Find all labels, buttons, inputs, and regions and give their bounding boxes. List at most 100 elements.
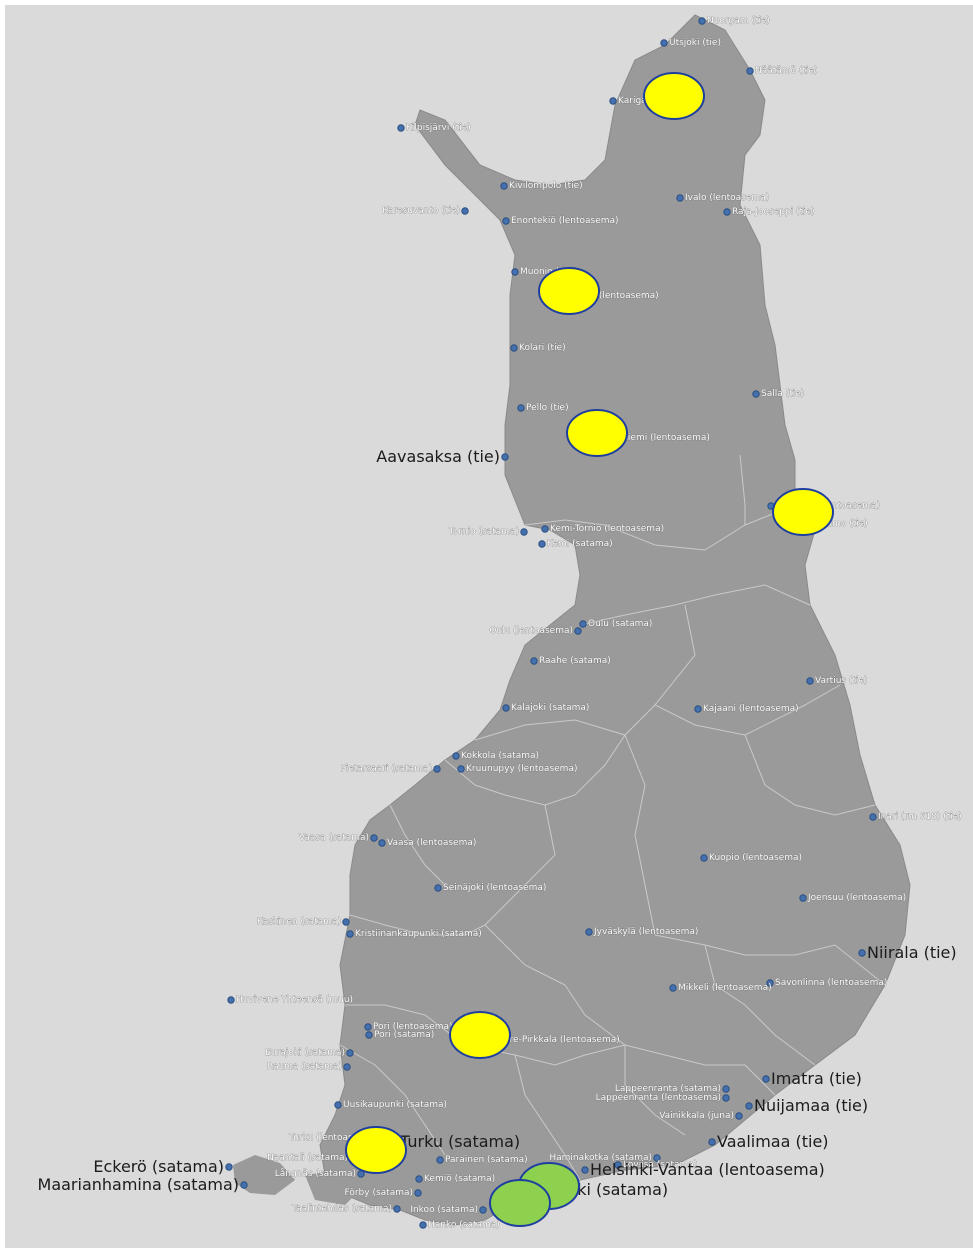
- point-pietarsaari-satama[interactable]: Pietarsaari (satama): [340, 764, 441, 774]
- point-kajaani-lentoasema[interactable]: Kajaani (lentoasema): [694, 704, 799, 714]
- point-marker-dot[interactable]: [614, 1161, 622, 1169]
- point-marker-dot[interactable]: [343, 1063, 351, 1071]
- point-marker-dot[interactable]: [538, 540, 546, 548]
- point-imatra-tie[interactable]: Imatra (tie): [762, 1069, 862, 1088]
- point-jyvaskyla-lentoasema[interactable]: Jyväskylä (lentoasema): [585, 927, 699, 937]
- point-marker-dot[interactable]: [240, 1181, 248, 1189]
- point-marker-dot[interactable]: [799, 894, 807, 902]
- point-lappeenranta-lentoasema[interactable]: Lappeenranta (lentoasema): [595, 1093, 730, 1103]
- point-kuopio-lentoasema[interactable]: Kuopio (lentoasema): [700, 853, 802, 863]
- point-marker-dot[interactable]: [346, 930, 354, 938]
- point-kilpisjarvi-tie[interactable]: Kilpisjärvi (tie): [397, 123, 471, 133]
- point-pori-satama[interactable]: Pori (satama): [365, 1030, 435, 1040]
- point-kristiinankaupunki-satama[interactable]: Kristiinankaupunki (satama): [346, 929, 482, 939]
- point-joensuu-lentoasema[interactable]: Joensuu (lentoasema): [799, 893, 906, 903]
- point-marker-dot[interactable]: [415, 1175, 423, 1183]
- point-ivalo-lentoasema[interactable]: Ivalo (lentoasema): [676, 193, 769, 203]
- point-marker-dot[interactable]: [669, 984, 677, 992]
- yellow-marker-turku-lentoasema[interactable]: [345, 1126, 407, 1174]
- point-rauma-satama[interactable]: Rauma (satama): [267, 1062, 351, 1072]
- point-marker-dot[interactable]: [397, 124, 405, 132]
- point-vaalimaa-tie[interactable]: Vaalimaa (tie): [708, 1132, 829, 1151]
- point-marker-dot[interactable]: [378, 839, 386, 847]
- point-helsinki-vantaa-lentoasema[interactable]: Helsinki-Vantaa (lentoasema): [581, 1160, 825, 1179]
- point-aavasaksa-tie[interactable]: Aavasaksa (tie): [376, 447, 509, 466]
- point-huvivene-yhteensa-muu[interactable]: Huvivene Yhteensä (muu): [227, 995, 353, 1005]
- point-marker-dot[interactable]: [694, 705, 702, 713]
- green-marker-helsinki-satama[interactable]: [489, 1179, 551, 1227]
- yellow-marker-tampere-pirkkala-lentoasema[interactable]: [449, 1011, 511, 1059]
- point-vaasa-satama[interactable]: Vaasa (satama): [299, 833, 378, 843]
- point-marker-dot[interactable]: [364, 1023, 372, 1031]
- point-vaasa-lentoasema[interactable]: Vaasa (lentoasema): [378, 838, 477, 848]
- point-kemio-satama[interactable]: Kemiö (satama): [415, 1174, 495, 1184]
- point-hanko-satama[interactable]: Hanko (satama): [419, 1220, 500, 1230]
- point-kemi-satama[interactable]: Kemi (satama): [538, 539, 613, 549]
- point-salla-tie[interactable]: Salla (tie): [752, 389, 805, 399]
- point-raahe-satama[interactable]: Raahe (satama): [530, 656, 611, 666]
- point-maarianhamina-satama[interactable]: Maarianhamina (satama): [38, 1175, 248, 1194]
- point-eurajoki-satama[interactable]: Eurajoki (satama): [265, 1048, 354, 1058]
- point-kruunupyy-lentoasema[interactable]: Kruunupyy (lentoasema): [457, 764, 578, 774]
- point-marker-dot[interactable]: [419, 1221, 427, 1229]
- point-niirala-tie[interactable]: Niirala (tie): [858, 943, 957, 962]
- point-marker-dot[interactable]: [806, 677, 814, 685]
- point-marker-dot[interactable]: [541, 525, 549, 533]
- point-marker-dot[interactable]: [766, 979, 774, 987]
- point-tornio-satama[interactable]: Tornio (satama): [448, 527, 528, 537]
- point-marker-dot[interactable]: [342, 918, 350, 926]
- point-naantali-satama[interactable]: Naantali (satama): [267, 1153, 357, 1163]
- point-marker-dot[interactable]: [723, 208, 731, 216]
- point-marker-dot[interactable]: [346, 1049, 354, 1057]
- point-oulu-lentoasema[interactable]: Oulu (lentoasema): [489, 626, 582, 636]
- point-kokkola-satama[interactable]: Kokkola (satama): [452, 751, 539, 761]
- point-marker-dot[interactable]: [609, 97, 617, 105]
- point-marker-dot[interactable]: [502, 704, 510, 712]
- point-turku-satama[interactable]: Turku (satama): [391, 1132, 520, 1151]
- point-marker-dot[interactable]: [653, 1154, 661, 1162]
- point-uusikaupunki-satama[interactable]: Uusikaupunki (satama): [334, 1100, 447, 1110]
- point-marker-dot[interactable]: [746, 67, 754, 75]
- point-marker-dot[interactable]: [858, 949, 866, 957]
- point-savonlinna-lentoasema[interactable]: Savonlinna (lentoasema): [766, 978, 888, 988]
- yellow-marker-rovaniemi-lentoasema[interactable]: [566, 409, 628, 457]
- point-marker-dot[interactable]: [414, 1189, 422, 1197]
- point-marker-dot[interactable]: [581, 1166, 589, 1174]
- point-marker-dot[interactable]: [660, 39, 668, 47]
- point-marker-dot[interactable]: [225, 1163, 233, 1171]
- point-naatamo-tie[interactable]: Näätämö (tie): [746, 66, 818, 76]
- point-marker-dot[interactable]: [511, 268, 519, 276]
- point-lappeenranta-satama[interactable]: Lappeenranta (satama): [615, 1084, 730, 1094]
- point-marker-dot[interactable]: [433, 765, 441, 773]
- finland-map[interactable]: Nuorgam (tie) Utsjoki (tie) Näätämö (tie) K…: [5, 5, 973, 1248]
- point-marker-dot[interactable]: [479, 1206, 487, 1214]
- point-marker-dot[interactable]: [708, 1138, 716, 1146]
- point-marker-dot[interactable]: [676, 194, 684, 202]
- point-oulu-satama[interactable]: Oulu (satama): [579, 619, 653, 629]
- point-marker-dot[interactable]: [762, 1075, 770, 1083]
- point-nuorgam-tie[interactable]: Nuorgam (tie): [698, 16, 770, 26]
- point-marker-dot[interactable]: [735, 1112, 743, 1120]
- point-langnas-satama[interactable]: Långnäs (satama): [274, 1168, 365, 1179]
- point-muonio-tie[interactable]: Muonio (tie): [511, 267, 574, 277]
- point-enontekio-lentoasema[interactable]: Enontekiö (lentoasema): [502, 216, 619, 226]
- point-marker-dot[interactable]: [502, 217, 510, 225]
- point-marker-dot[interactable]: [334, 1101, 342, 1109]
- point-utsjoki-tie[interactable]: Utsjoki (tie): [660, 38, 721, 48]
- point-marker-dot[interactable]: [500, 182, 508, 190]
- yellow-marker-karigasniemi-tie[interactable]: [643, 72, 705, 120]
- point-marker-dot[interactable]: [461, 207, 469, 215]
- point-inari-rm-618-tie[interactable]: Inari (rm 618) (tie): [869, 812, 962, 822]
- point-marker-dot[interactable]: [501, 453, 509, 461]
- point-forby-satama[interactable]: Förby (satama): [344, 1188, 422, 1198]
- point-kivilompolo-tie[interactable]: Kivilompolo (tie): [500, 181, 583, 191]
- point-marker-dot[interactable]: [745, 1102, 753, 1110]
- point-seinajoki-lentoasema[interactable]: Seinäjoki (lentoasema): [434, 883, 547, 893]
- point-marker-dot[interactable]: [700, 854, 708, 862]
- point-kolari-tie[interactable]: Kolari (tie): [510, 343, 566, 353]
- point-parainen-satama[interactable]: Parainen (satama): [436, 1155, 528, 1165]
- point-loviisa-satama[interactable]: Loviisa (satama): [614, 1160, 698, 1170]
- point-marker-dot[interactable]: [434, 884, 442, 892]
- point-raja-jooseppi-tie[interactable]: Raja-Jooseppi (tie): [723, 207, 815, 217]
- point-marker-dot[interactable]: [722, 1094, 730, 1102]
